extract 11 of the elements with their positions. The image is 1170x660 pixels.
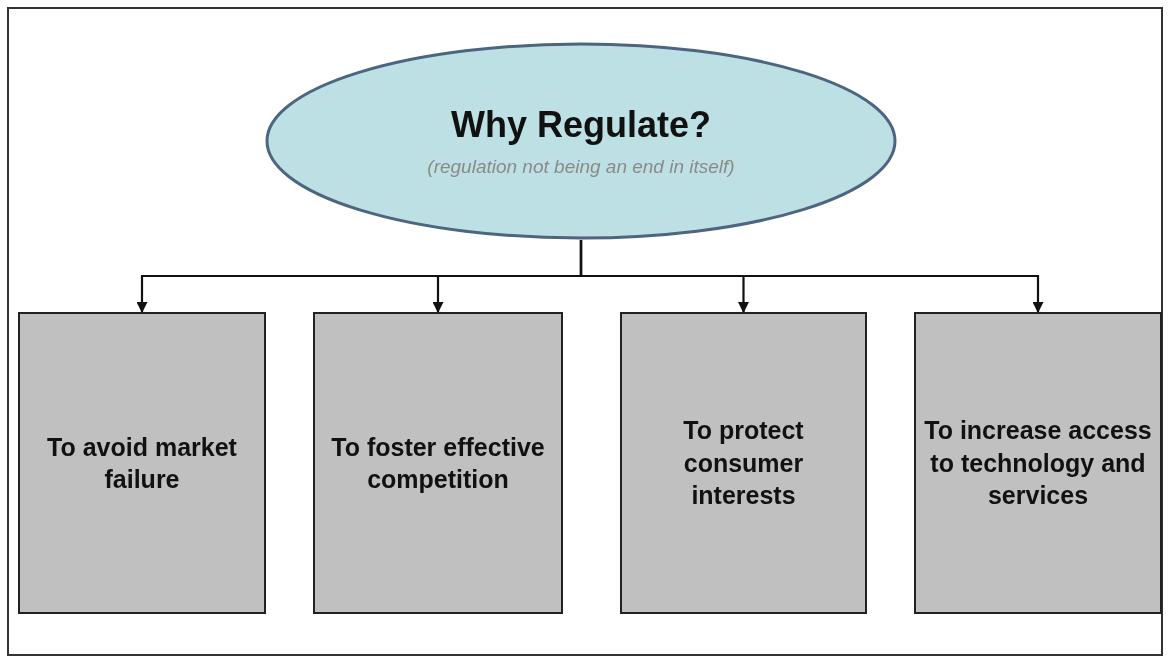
process-box — [313, 312, 563, 614]
subheading: (regulation not being an end in itself) — [427, 156, 735, 178]
process-box — [18, 312, 266, 614]
process-box — [620, 312, 867, 614]
box-label: To protect consumer interests — [682, 415, 805, 512]
box-label: To increase access to technology and services — [923, 415, 1153, 512]
heading: Why Regulate? — [451, 104, 711, 146]
box-label: To foster effective competition — [330, 431, 546, 495]
connector-arrow — [579, 240, 1044, 314]
box-label: To avoid market failure — [46, 431, 238, 495]
process-box — [914, 312, 1162, 614]
